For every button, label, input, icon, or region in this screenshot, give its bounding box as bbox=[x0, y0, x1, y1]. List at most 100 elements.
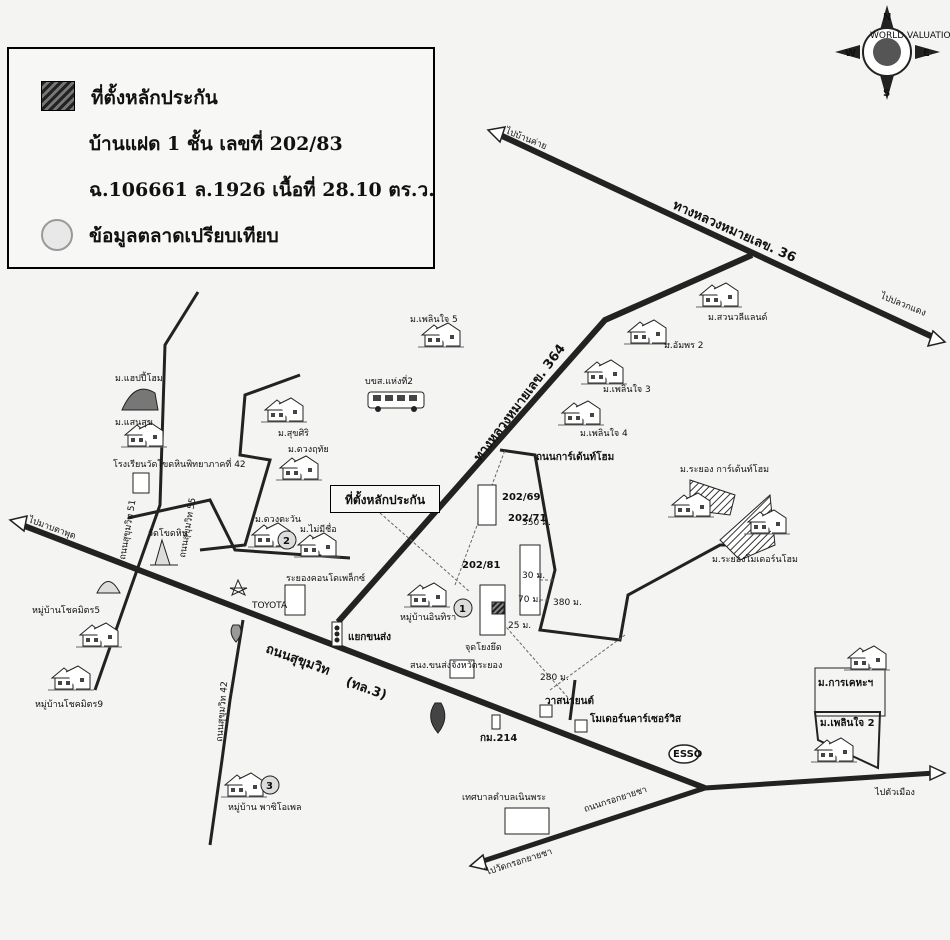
label-karakade: ม.การเคหะฯ bbox=[818, 678, 874, 689]
landmark-icons bbox=[96, 388, 700, 835]
legend-subject-label: ที่ตั้งหลักประกัน bbox=[91, 87, 218, 109]
label-modern-car: โมเดอร์นคาร์เซอร์วิส bbox=[589, 712, 682, 725]
label-d350: 350 ม. bbox=[522, 518, 551, 528]
label-saensuk: ม.แสนสุข bbox=[115, 418, 153, 428]
label-toyota: TOYOTA bbox=[251, 601, 288, 611]
label-d30: 30 ม. bbox=[522, 571, 545, 581]
road-soi42 bbox=[208, 619, 245, 846]
label-hwy36: ทางหลวงหมายเลข. 36 bbox=[670, 198, 798, 266]
label-pattaya-home: หมู่บ้าน พาซิโอเพล bbox=[228, 802, 302, 813]
label-rayong-condo: ระยองคอนโดเพล็กซ์ bbox=[286, 571, 365, 584]
compass-e: E bbox=[923, 48, 930, 59]
road-sukhumvit bbox=[20, 522, 707, 791]
compass-s: S bbox=[883, 88, 890, 99]
label-maimeechue: ม.ไม่มีชื่อ bbox=[300, 522, 337, 535]
house-icon bbox=[47, 665, 95, 691]
legend-subject-deed: ฉ.106661 ล.1926 เนื้อที่ 28.10 ตร.ว. bbox=[89, 179, 435, 201]
traffic-light-icon bbox=[331, 621, 343, 647]
marker-1: 1 bbox=[459, 604, 466, 615]
comparable-area-karakade bbox=[814, 667, 886, 717]
label-km214: กม.214 bbox=[480, 733, 517, 744]
label-soi42: ถนนสุขุมวิท 42 bbox=[214, 681, 230, 742]
toyota-dealer-icon bbox=[229, 578, 248, 597]
label-sukhumvit-code: (ทล.3) bbox=[344, 675, 389, 704]
label-municipality: เทศบาลตำบลเนินพระ bbox=[462, 792, 546, 803]
house-icon bbox=[403, 582, 451, 608]
road-krok-yai-cha bbox=[479, 785, 706, 865]
compass-n: N bbox=[883, 12, 891, 23]
label-d380: 380 ม. bbox=[553, 598, 582, 608]
house-icon bbox=[695, 282, 743, 308]
house-icon bbox=[843, 645, 891, 671]
label-chokmitr5: หมู่บ้านโชคมิตร5 bbox=[32, 605, 100, 616]
label-d70: 70 ม. bbox=[518, 595, 541, 605]
temple-icon bbox=[150, 538, 178, 566]
condo-icon bbox=[284, 584, 306, 616]
bus-icon bbox=[367, 391, 425, 412]
house-icon bbox=[557, 400, 605, 426]
label-esso: ESSO bbox=[673, 749, 702, 760]
happy-home-icon bbox=[121, 388, 159, 411]
arrow-to-pluak-daeng bbox=[926, 329, 947, 348]
subject-hatch-swatch bbox=[41, 81, 75, 111]
label-pleanjai5: ม.เพลินใจ 5 bbox=[410, 314, 458, 325]
esso-icon bbox=[668, 744, 700, 764]
label-plot-202-81: 202/81 bbox=[462, 560, 500, 571]
comparable-area-pleanjai2 bbox=[813, 711, 882, 770]
direction-arrows bbox=[8, 126, 947, 872]
label-rayong-modern: ม.ระยองโมเดอร์นโฮม bbox=[712, 553, 798, 565]
compass-logo: WORLD VALUATION bbox=[870, 31, 950, 41]
road-local-3 bbox=[127, 498, 351, 560]
house-icon bbox=[275, 455, 323, 481]
label-duangruthai: ม.ดวงฤทัย bbox=[288, 445, 329, 455]
label-junction: แยกขนส่ง bbox=[348, 631, 391, 643]
comparable-area-modern bbox=[719, 493, 776, 561]
road-hwy364 bbox=[335, 252, 754, 624]
road-local-2 bbox=[199, 373, 301, 552]
house-icon bbox=[810, 737, 858, 763]
label-pleanjai4: ม.เพลินใจ 4 bbox=[580, 428, 628, 439]
label-jood: จุดโยงยึด bbox=[465, 642, 502, 653]
house-icon bbox=[417, 322, 465, 348]
house-icon bbox=[293, 532, 341, 558]
ptt-icon bbox=[230, 624, 242, 643]
label-aintira: หมู่บ้านอินทิรา bbox=[400, 612, 456, 623]
label-to-city: ไปตัวเมือง bbox=[874, 787, 915, 798]
label-d280: 280 ม. bbox=[540, 673, 569, 683]
subject-parcel bbox=[491, 601, 505, 615]
compass-rose bbox=[835, 5, 940, 100]
arrow-to-wat-krok bbox=[468, 853, 489, 872]
label-duangtawan: ม.ดวงตะวัน bbox=[255, 515, 301, 525]
house-icon bbox=[220, 772, 268, 798]
label-soi51: ถนนสุขุมวิท 51 bbox=[117, 499, 138, 561]
shell-icon bbox=[96, 581, 121, 594]
label-sukhsiri: ม.สุขศิริ bbox=[278, 428, 309, 439]
road-local-4 bbox=[568, 679, 577, 721]
road-hwy36 bbox=[498, 132, 937, 341]
house-icon bbox=[75, 622, 123, 648]
arrow-to-city bbox=[929, 764, 947, 782]
legend: ที่ตั้งหลักประกัน บ้านแฝด 1 ชั้น เลขที่ … bbox=[7, 47, 435, 269]
label-school: โรงเรียนวัดโขดหินพิทยาภาคที่ 42 bbox=[113, 457, 246, 470]
marker-3: 3 bbox=[266, 781, 273, 792]
road-sukhumvit-east bbox=[704, 770, 936, 791]
label-rayong-garden: ม.ระยอง การ์เด้นท์โฮม bbox=[680, 463, 769, 475]
legend-subject-desc: บ้านแฝด 1 ชั้น เลขที่ 202/83 bbox=[89, 133, 343, 155]
km-post-icon bbox=[491, 714, 501, 730]
label-happy-home: ม.แฮปปี้โฮม bbox=[115, 371, 163, 384]
arrow-to-ban-kha bbox=[486, 126, 507, 144]
ptt-station-icon bbox=[430, 702, 446, 734]
road-garden-home bbox=[499, 448, 770, 642]
label-chokmitr9: หมู่บ้านโชคมิตร9 bbox=[35, 699, 103, 710]
label-wasana: วาสนายนต์ bbox=[545, 695, 594, 707]
label-plot-202-71: 202/71 bbox=[508, 513, 546, 524]
label-d25: 25 ม. bbox=[508, 621, 531, 631]
label-pleanjai3: ม.เพลินใจ 3 bbox=[603, 384, 651, 395]
label-sukhumvit: ถนนสุขุมวิท bbox=[264, 642, 332, 679]
label-plot-202-69: 202/69 bbox=[502, 492, 540, 503]
subject-site bbox=[477, 484, 541, 636]
subject-callout: ที่ตั้งหลักประกัน bbox=[330, 485, 440, 513]
label-pleanjai2: ม.เพลินใจ 2 bbox=[820, 716, 875, 729]
label-amporn2: ม.อัมพร 2 bbox=[664, 341, 704, 351]
